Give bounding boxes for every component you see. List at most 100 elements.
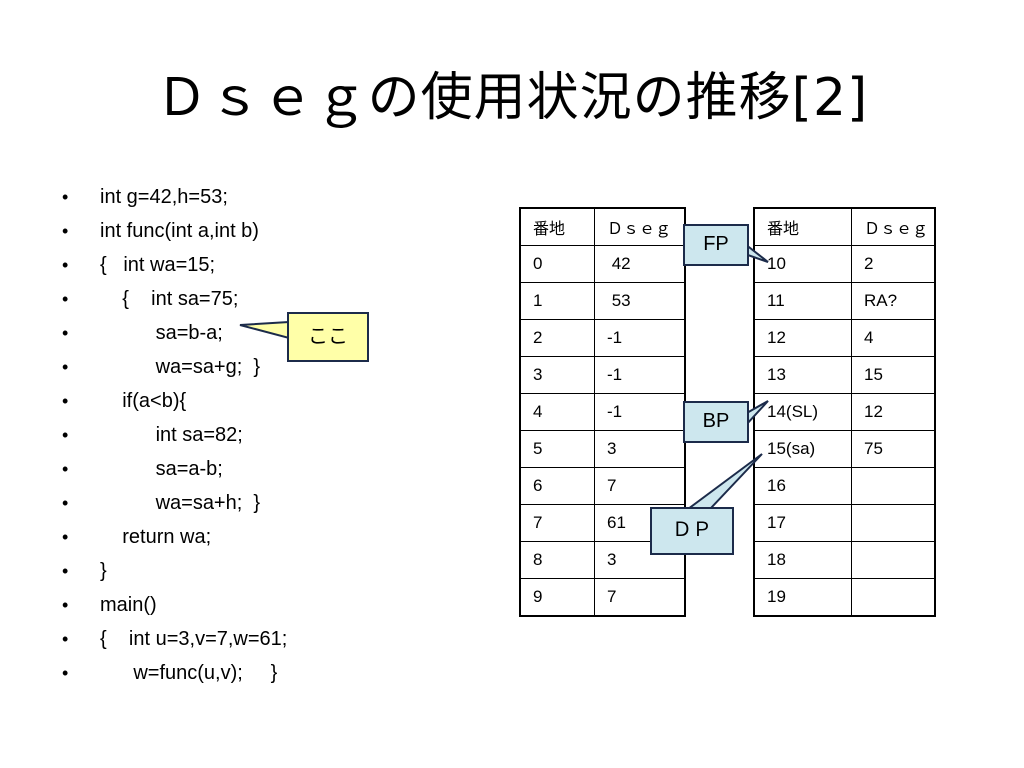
bullet: •: [62, 391, 69, 411]
value-cell: 53: [594, 282, 686, 320]
table-header-row: 番地 Ｄｓｅｇ: [753, 207, 936, 246]
address-cell: 3: [519, 356, 595, 394]
code-text: if(a<b){: [100, 390, 187, 412]
address-cell: 10: [753, 245, 852, 283]
code-text: { int u=3,v=7,w=61;: [100, 628, 288, 650]
koko-pointer-tail: [239, 320, 290, 340]
bullet: •: [62, 425, 69, 445]
dseg-header: Ｄｓｅｇ: [594, 207, 686, 246]
address-cell: 8: [519, 541, 595, 579]
table-row: 16: [753, 467, 936, 505]
value-cell: 12: [851, 393, 936, 431]
bullet: •: [62, 663, 69, 683]
code-text: int func(int a,int b): [100, 220, 259, 242]
value-cell: [851, 541, 936, 579]
code-text: sa=a-b;: [100, 458, 223, 480]
address-cell: 6: [519, 467, 595, 505]
address-header: 番地: [753, 207, 852, 246]
value-cell: [851, 578, 936, 617]
code-text: { int wa=15;: [100, 254, 216, 276]
address-cell: 9: [519, 578, 595, 617]
address-cell: 7: [519, 504, 595, 542]
slide-title: Ｄｓｅｇの使用状況の推移[2]: [155, 68, 869, 128]
address-cell: 2: [519, 319, 595, 357]
dp-callout: ＤＰ: [650, 507, 734, 555]
table-row: 2-1: [519, 319, 686, 357]
value-cell: 2: [851, 245, 936, 283]
table-row: 17: [753, 504, 936, 542]
table-row: 0 42: [519, 245, 686, 283]
bullet: •: [62, 289, 69, 309]
value-cell: [851, 504, 936, 542]
address-cell: 5: [519, 430, 595, 468]
bullet: •: [62, 493, 69, 513]
table-row: 18: [753, 541, 936, 579]
bullet: •: [62, 459, 69, 479]
bullet: •: [62, 629, 69, 649]
code-text: int sa=82;: [100, 424, 243, 446]
address-cell: 0: [519, 245, 595, 283]
value-cell: 42: [594, 245, 686, 283]
address-cell: 19: [753, 578, 852, 617]
code-text: }: [100, 560, 107, 582]
bullet: •: [62, 323, 69, 343]
address-header: 番地: [519, 207, 595, 246]
address-cell: 14(SL): [753, 393, 852, 431]
address-cell: 18: [753, 541, 852, 579]
bullet: •: [62, 221, 69, 241]
address-cell: 16: [753, 467, 852, 505]
table-row: 14(SL)12: [753, 393, 936, 431]
code-text: wa=sa+g; }: [100, 356, 261, 378]
bullet: •: [62, 527, 69, 547]
address-cell: 17: [753, 504, 852, 542]
table-row: 15(sa)75: [753, 430, 936, 468]
koko-callout: ここ: [287, 312, 369, 362]
address-cell: 11: [753, 282, 852, 320]
address-cell: 4: [519, 393, 595, 431]
bullet: •: [62, 357, 69, 377]
address-cell: 15(sa): [753, 430, 852, 468]
bullet: •: [62, 255, 69, 275]
code-text: { int sa=75;: [100, 288, 239, 310]
value-cell: 75: [851, 430, 936, 468]
value-cell: 7: [594, 467, 686, 505]
code-text: int g=42,h=53;: [100, 186, 228, 208]
bullet: •: [62, 187, 69, 207]
value-cell: -1: [594, 356, 686, 394]
dp-pointer-tail: [684, 453, 763, 510]
value-cell: -1: [594, 393, 686, 431]
bp-callout: BP: [683, 401, 749, 443]
value-cell: 4: [851, 319, 936, 357]
value-cell: 15: [851, 356, 936, 394]
bullet: •: [62, 595, 69, 615]
address-cell: 13: [753, 356, 852, 394]
code-text: main(): [100, 594, 157, 616]
code-text: w=func(u,v); }: [100, 662, 278, 684]
bullet: •: [62, 561, 69, 581]
value-cell: [851, 467, 936, 505]
fp-callout: FP: [683, 224, 749, 266]
value-cell: 3: [594, 430, 686, 468]
address-cell: 12: [753, 319, 852, 357]
code-text: wa=sa+h; }: [100, 492, 261, 514]
table-header-row: 番地 Ｄｓｅｇ: [519, 207, 686, 246]
table-row: 4-1: [519, 393, 686, 431]
code-text: sa=b-a;: [100, 322, 223, 344]
code-text: return wa;: [100, 526, 212, 548]
table-row: 1 53: [519, 282, 686, 320]
value-cell: 7: [594, 578, 686, 617]
table-row: 3-1: [519, 356, 686, 394]
address-cell: 1: [519, 282, 595, 320]
value-cell: RA?: [851, 282, 936, 320]
